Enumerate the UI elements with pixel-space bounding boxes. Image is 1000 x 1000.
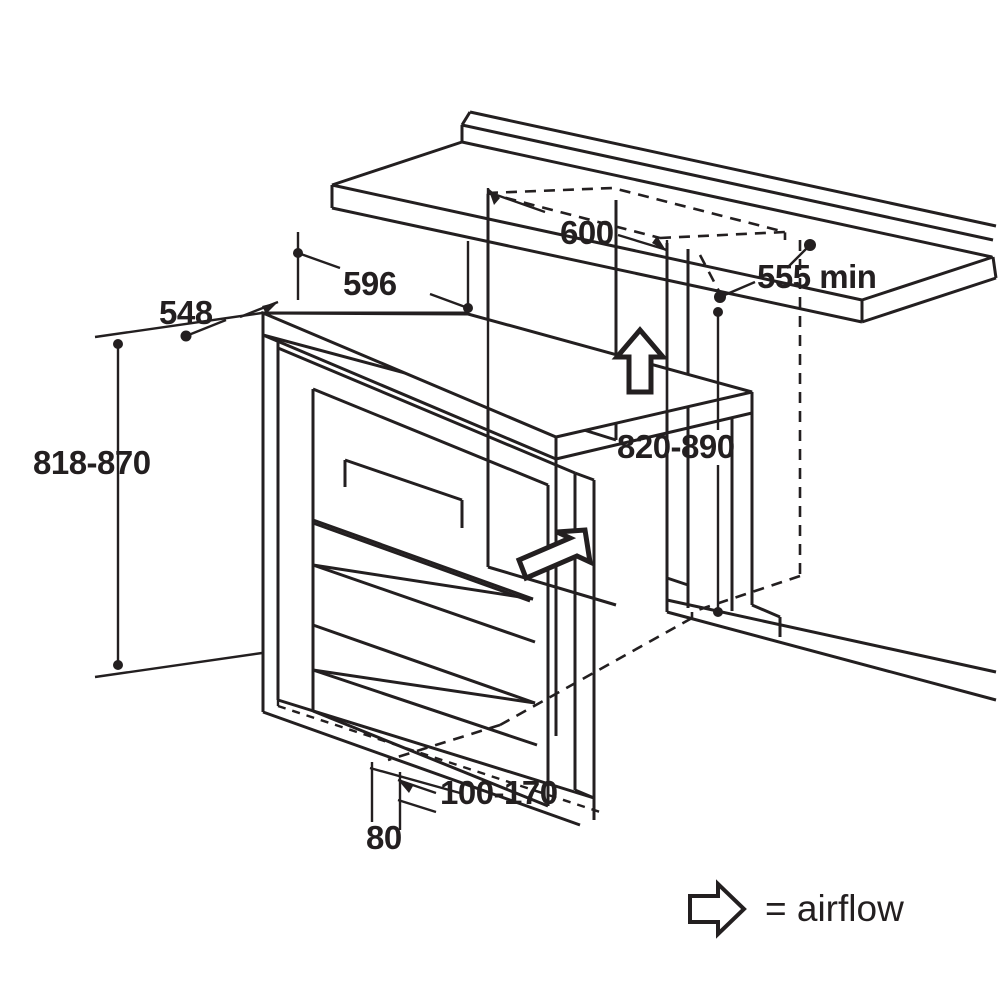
dim-600-arrow-left-stem <box>487 190 546 214</box>
dim-548-arrowhead <box>262 302 278 314</box>
dimension-820-890 <box>665 296 723 617</box>
door-bottom-right-thickness <box>574 788 595 800</box>
dim-600-arrowhead-right <box>652 236 667 252</box>
dim-label-600: 600 <box>560 214 614 251</box>
dim-818-dot-bottom <box>113 660 123 670</box>
appliance-refrigerator <box>261 311 782 827</box>
dim-100-170-arrowhead <box>398 780 413 793</box>
handle-top-edge <box>344 458 463 502</box>
dashed-top-right-diag <box>659 230 786 240</box>
appliance-hidden-bottom <box>277 704 601 814</box>
backsplash-front-bottom <box>461 140 993 259</box>
floor-rail-bottom <box>666 610 997 702</box>
worktop-right-bottom-edge <box>861 276 997 324</box>
dashed-top-rear-outline <box>486 186 787 240</box>
dim-555-leader-upper <box>786 244 811 269</box>
dashed-rear-bottom-diag <box>691 574 801 614</box>
cabinet-housing <box>486 194 997 702</box>
dimension-596 <box>293 232 473 313</box>
dim-555-leader-lower <box>719 280 756 299</box>
dim-600-arrow-right-stem <box>617 233 668 252</box>
airflow-up-arrow-icon <box>611 326 669 395</box>
dim-820-dot-top <box>713 307 723 317</box>
shelf1-depth-diag <box>312 563 534 601</box>
backsplash-front-top <box>461 123 994 242</box>
appliance-side-right-step <box>751 603 781 619</box>
appliance-plinth-top-front <box>277 698 595 800</box>
worktop-right-end-cap <box>991 256 998 279</box>
door-window-top <box>312 387 549 487</box>
airflow-diagonal-arrow-icon <box>515 527 594 582</box>
dim-596-leader-right <box>429 292 469 310</box>
appliance-top-right-lower <box>555 411 753 461</box>
dim-548-dot <box>180 330 192 342</box>
dimension-555-min <box>714 239 816 303</box>
dim-label-596: 596 <box>343 265 397 302</box>
dim-818-ext-line-top <box>94 311 263 339</box>
dim-label-548: 548 <box>159 294 213 331</box>
appliance-top-front-lower <box>262 333 557 461</box>
shelf2-depth-diag <box>312 668 536 705</box>
dim-818-ext-line-bottom <box>94 651 263 679</box>
airflow-up-arrow <box>611 326 669 395</box>
dimension-80 <box>370 762 402 830</box>
dim-label-818-870: 818-870 <box>33 444 151 481</box>
legend-airflow-arrow <box>688 879 747 939</box>
airflow-arrow-icon <box>688 879 747 939</box>
shelf2-top-edge <box>312 623 536 705</box>
shelf2-bottom-edge <box>312 668 538 747</box>
dim-label-80: 80 <box>366 819 402 856</box>
appliance-top-surface <box>262 311 753 439</box>
dim-100-170-ext-left <box>369 766 461 795</box>
worktop-back-left-edge <box>331 140 463 187</box>
dim-596-leader-left <box>297 251 341 270</box>
worktop-right-top-edge <box>861 255 994 302</box>
backsplash-left-cap <box>460 111 472 126</box>
door-right-top-thickness <box>574 471 595 482</box>
appliance-plinth-bottom-front <box>262 710 581 827</box>
door-top-edge <box>277 346 576 475</box>
dashed-floor-left <box>387 723 501 762</box>
shelf-upper-front <box>312 521 531 603</box>
door-window-bottom <box>312 709 549 808</box>
dim-label-820-890: 820-890 <box>617 428 735 465</box>
dim-600-arrowhead-left <box>488 188 500 205</box>
worktop-front-top-edge <box>331 183 863 302</box>
appliance-hidden-outline <box>276 340 601 814</box>
dim-100-170-leader2 <box>397 798 437 814</box>
dim-100-170-leader <box>397 778 437 795</box>
worktop-slab <box>330 110 998 324</box>
dimension-818-870 <box>94 311 263 679</box>
dim-label-555-min: 555 min <box>757 258 877 295</box>
dimension-548 <box>180 300 279 342</box>
shelf1-top-edge <box>312 518 534 601</box>
backsplash-top-edge <box>469 110 997 228</box>
shelf1-bottom-edge <box>312 563 536 644</box>
dashed-leader-555 <box>698 254 724 298</box>
dimension-100-170 <box>369 766 461 814</box>
cabinet-side-panel-bottom <box>666 576 689 587</box>
dim-818-dot-top <box>113 339 123 349</box>
dim-548-leader-left <box>185 318 227 338</box>
legend-airflow-label: = airflow <box>765 888 904 929</box>
dim-820-dot-bottom <box>713 607 723 617</box>
dashed-floor-front-diag <box>499 616 693 727</box>
airflow-diagonal-arrow <box>515 527 594 582</box>
worktop-front-bottom-edge <box>331 206 863 324</box>
cabinet-back-wall-bottom <box>487 565 617 607</box>
dim-label-100-170: 100-170 <box>440 774 558 811</box>
